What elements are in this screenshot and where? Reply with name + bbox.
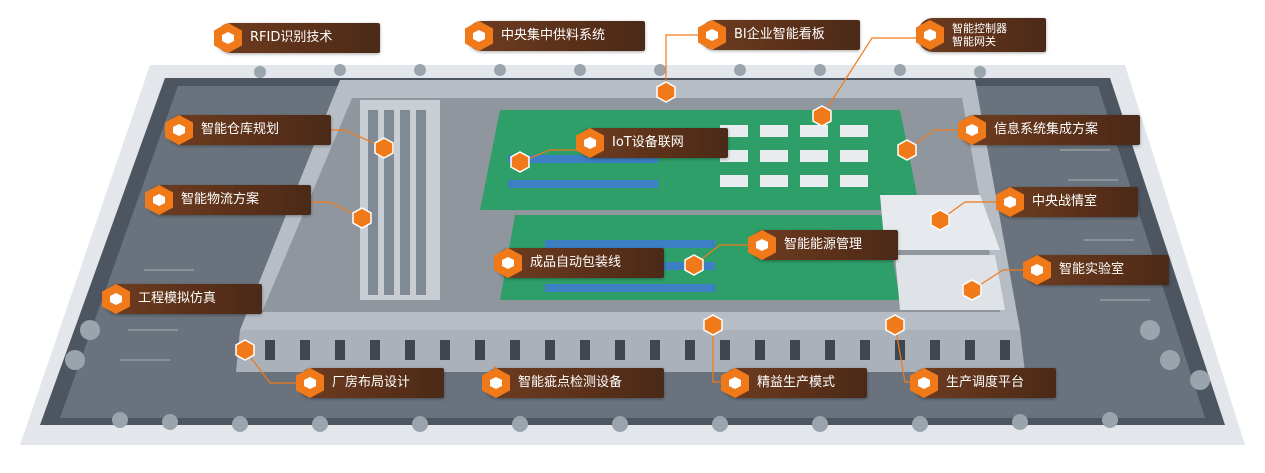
front-wall <box>236 330 1025 372</box>
info-integration-label: 信息系统集成方案 <box>958 115 1140 145</box>
simulation-label: 工程模拟仿真 <box>102 284 262 314</box>
bi-board-label: BI企业智能看板 <box>698 20 860 50</box>
hotspot-iot <box>510 151 530 173</box>
central-supply-label: 中央集中供料系统 <box>465 21 645 51</box>
hotspot-lab <box>962 279 982 301</box>
cube-icon <box>165 115 193 145</box>
hotspot-smart-controller <box>812 105 832 127</box>
smart-controller-label: 智能控制器 智能网关 <box>916 18 1046 52</box>
warehouse-planning-label: 智能仓库规划 <box>165 115 331 145</box>
layout-design-label: 厂房布局设计 <box>296 368 444 398</box>
warehouse-racks <box>360 100 440 300</box>
hotspot-lean <box>703 314 723 336</box>
cube-icon <box>916 20 944 50</box>
cube-icon <box>958 115 986 145</box>
cube-icon <box>910 368 938 398</box>
rfid-label: RFID识别技术 <box>214 23 380 53</box>
lab-label: 智能实验室 <box>1023 255 1169 285</box>
hotspot-scheduling <box>885 314 905 336</box>
trees <box>65 64 1210 432</box>
cube-icon <box>698 20 726 50</box>
cube-icon <box>214 23 242 53</box>
lean-production-label: 精益生产模式 <box>721 368 867 398</box>
logistics-label: 智能物流方案 <box>145 185 311 215</box>
cube-icon <box>145 185 173 215</box>
hotspot-warehouse <box>374 137 394 159</box>
defect-detection-label: 智能疵点检测设备 <box>482 368 664 398</box>
iot-label: IoT设备联网 <box>576 128 728 158</box>
hotspot-war-room <box>930 209 950 231</box>
cube-icon <box>748 230 776 260</box>
hotspot-central-supply <box>656 81 676 103</box>
smart-controller-line-1: 智能控制器 <box>952 22 1007 35</box>
hotspot-layout <box>235 339 255 361</box>
front-windows <box>265 340 1010 360</box>
hotspot-info-integration <box>897 139 917 161</box>
hotspot-markers <box>235 81 982 361</box>
war-room-label: 中央战情室 <box>996 187 1138 217</box>
smart-controller-line-2: 智能网关 <box>952 35 996 48</box>
cube-icon <box>996 187 1024 217</box>
hotspot-energy <box>684 254 704 276</box>
leader-lines <box>244 34 1025 384</box>
cube-icon <box>576 128 604 158</box>
energy-label: 智能能源管理 <box>748 230 898 260</box>
lab-area <box>895 255 1005 310</box>
scheduling-label: 生产调度平台 <box>910 368 1056 398</box>
cube-icon <box>721 368 749 398</box>
hotspot-logistics <box>352 207 372 229</box>
packaging-label: 成品自动包装线 <box>494 248 664 278</box>
